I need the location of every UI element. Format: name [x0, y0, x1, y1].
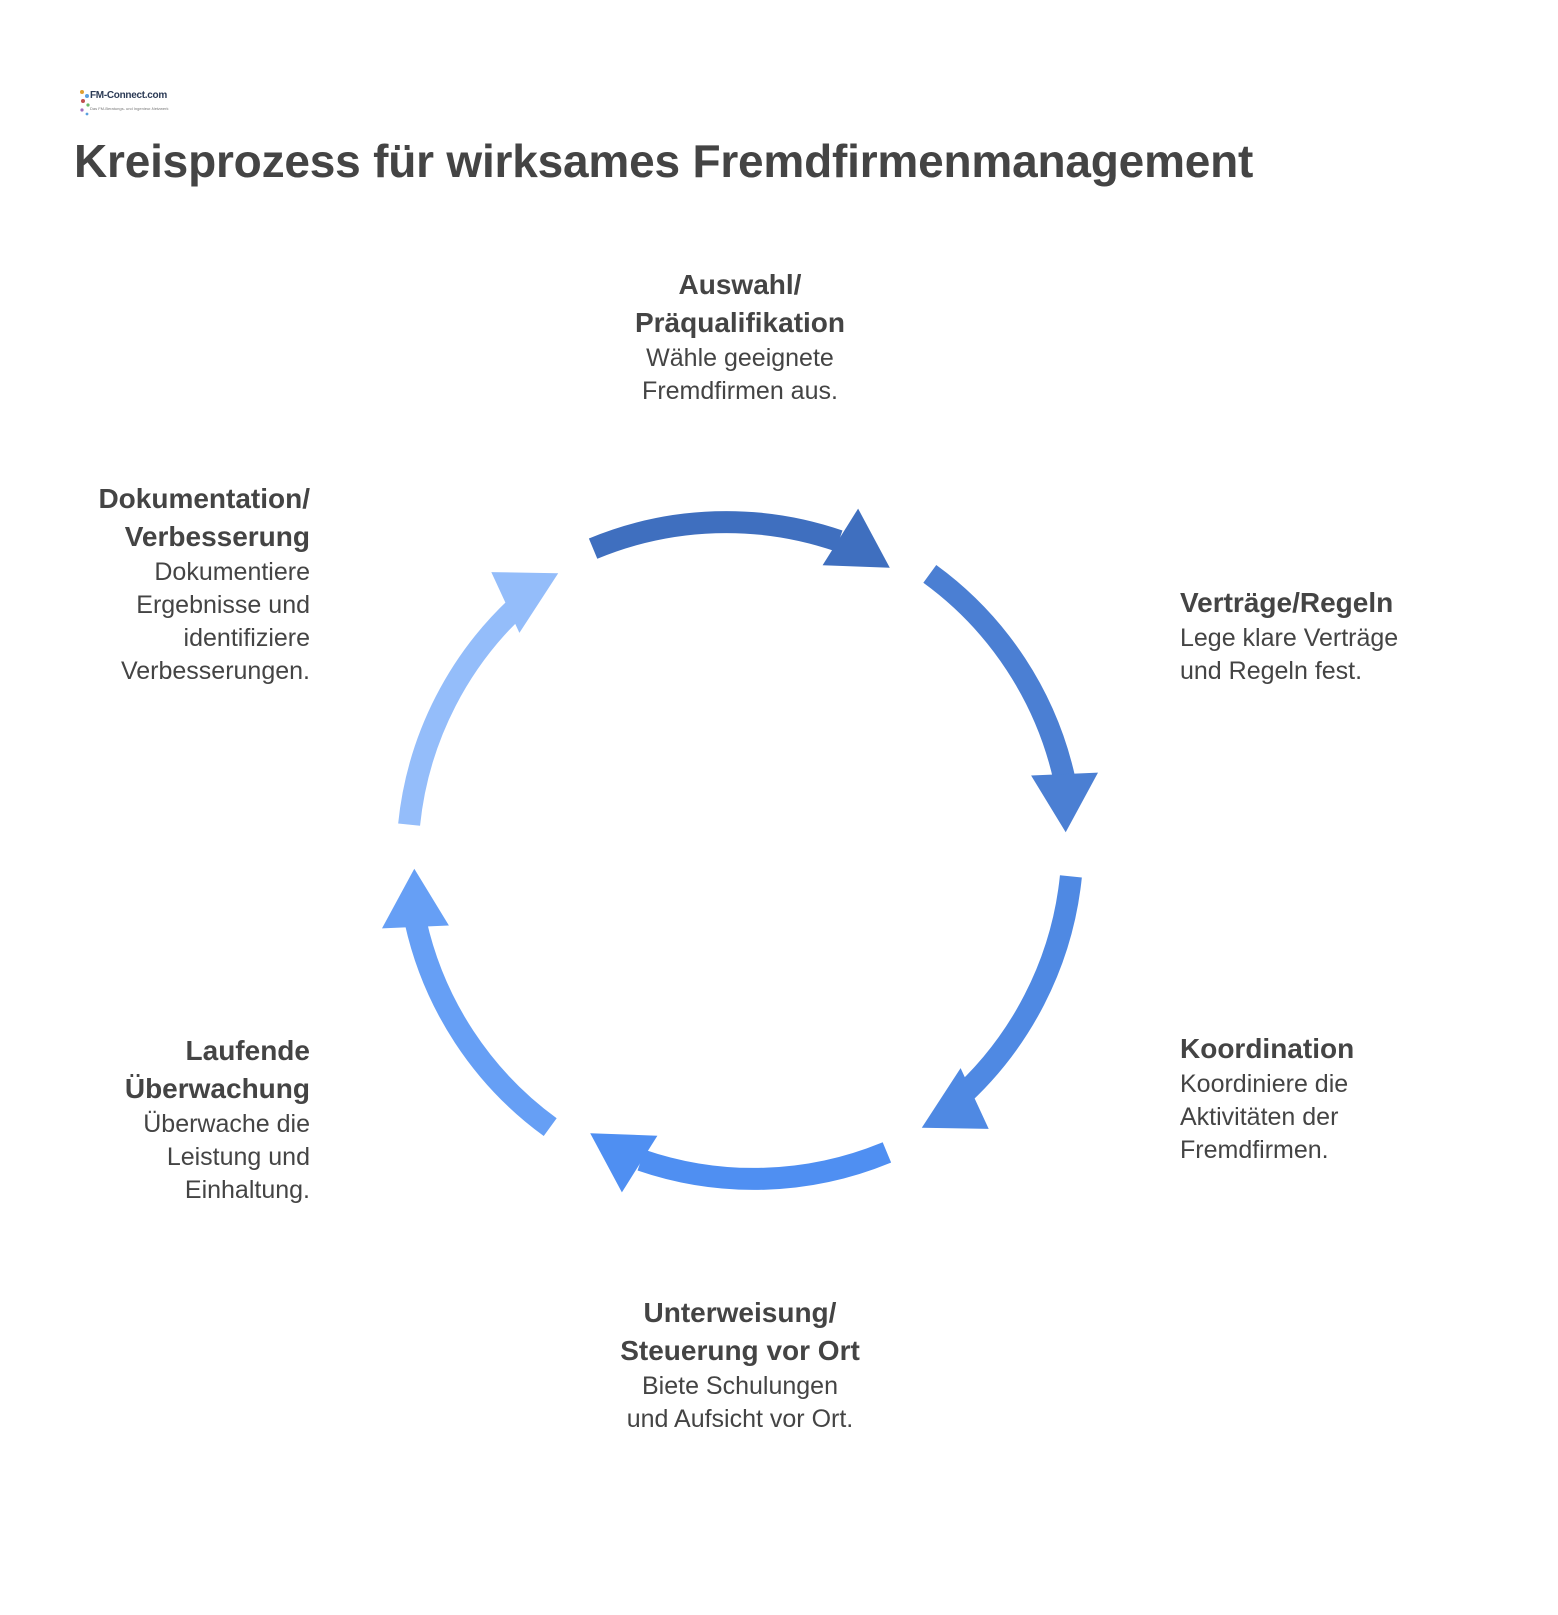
logo-subtitle: Das FM-Beratungs- und Ingenieur-Netzwerk	[90, 106, 169, 111]
logo-text: FM-Connect.com	[90, 90, 167, 101]
arrow-unterweisung-to-ueberwachung	[590, 1133, 892, 1193]
step-dokumentation-heading: Dokumentation/ Verbesserung	[98, 483, 310, 552]
arrow-koordination-to-unterweisung	[921, 875, 1082, 1129]
arrowhead-koordination-to-unterweisung	[921, 1068, 989, 1129]
arc-auswahl-to-vertraege	[588, 511, 843, 559]
arc-vertraege-to-koordination	[923, 565, 1076, 782]
step-ueberwachung-description: Überwache die Leistung und Einhaltung.	[143, 1110, 310, 1204]
step-auswahl: Auswahl/ Präqualifikation Wähle geeignet…	[570, 266, 910, 408]
step-vertraege-description: Lege klare Verträge und Regeln fest.	[1180, 624, 1399, 685]
step-unterweisung-description: Biete Schulungen und Aufsicht vor Ort.	[626, 1372, 854, 1433]
arrowhead-unterweisung-to-ueberwachung	[590, 1133, 658, 1193]
step-koordination: Koordination Koordiniere die Aktivitäten…	[1180, 1030, 1480, 1167]
arrowhead-auswahl-to-vertraege	[822, 508, 890, 568]
step-unterweisung: Unterweisung/ Steuerung vor Ort Biete Sc…	[570, 1294, 910, 1436]
arc-dokumentation-to-auswahl	[398, 591, 533, 826]
arrowhead-ueberwachung-to-dokumentation	[382, 868, 449, 929]
step-ueberwachung: Laufende Überwachung Überwache die Leist…	[60, 1032, 310, 1207]
step-koordination-description: Koordiniere die Aktivitäten der Fremdfir…	[1180, 1070, 1349, 1164]
arc-ueberwachung-to-dokumentation	[404, 919, 557, 1136]
step-auswahl-description: Wähle geeignete Fremdfirmen aus.	[642, 344, 838, 405]
step-auswahl-heading: Auswahl/ Präqualifikation	[634, 269, 846, 338]
logo-dots-icon	[80, 90, 90, 116]
arrowhead-dokumentation-to-auswahl	[491, 572, 559, 633]
arrow-ueberwachung-to-dokumentation	[382, 868, 557, 1136]
arrow-auswahl-to-vertraege	[588, 508, 890, 568]
step-vertraege-heading: Verträge/Regeln	[1180, 587, 1394, 618]
arc-koordination-to-unterweisung	[947, 875, 1082, 1110]
step-koordination-heading: Koordination	[1180, 1033, 1355, 1064]
fm-connect-logo: FM-Connect.com Das FM-Beratungs- und Ing…	[78, 86, 168, 120]
arrowhead-vertraege-to-koordination	[1031, 772, 1098, 833]
arc-unterweisung-to-ueberwachung	[637, 1142, 892, 1190]
page-title: Kreisprozess für wirksames Fremdfirmenma…	[74, 135, 1254, 187]
step-dokumentation-description: Dokumentiere Ergebnisse und identifizier…	[120, 558, 310, 685]
step-dokumentation: Dokumentation/ Verbesserung Dokumentiere…	[40, 480, 310, 688]
arrow-vertraege-to-koordination	[923, 565, 1098, 833]
step-vertraege: Verträge/Regeln Lege klare Verträge und …	[1180, 584, 1480, 688]
step-ueberwachung-heading: Laufende Überwachung	[124, 1035, 310, 1104]
arrow-dokumentation-to-auswahl	[398, 572, 559, 826]
step-unterweisung-heading: Unterweisung/ Steuerung vor Ort	[620, 1297, 860, 1366]
